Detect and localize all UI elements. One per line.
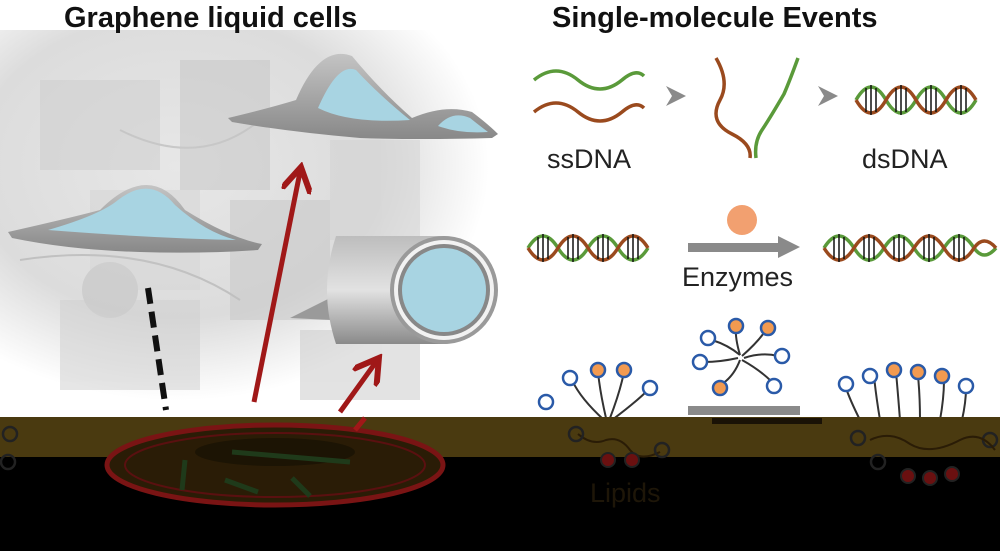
dimmed-arrow bbox=[712, 418, 822, 424]
graphene-scroll-icon bbox=[290, 236, 498, 344]
separating-strands-icon bbox=[714, 57, 800, 159]
dsdna-helix-right-icon bbox=[822, 234, 998, 262]
left-panel-title: Graphene liquid cells bbox=[64, 2, 358, 34]
right-panel-title: Single-molecule Events bbox=[552, 2, 878, 34]
enzymes-label: Enzymes bbox=[682, 262, 794, 292]
dimmed-lipid-details bbox=[0, 425, 999, 486]
lipids-label: Lipids bbox=[590, 478, 661, 508]
lipid-cluster-right-icon bbox=[837, 361, 975, 421]
ssdna-strands-icon bbox=[532, 69, 646, 123]
lipid-cluster-small-icon bbox=[691, 317, 791, 397]
red-arrow-tail bbox=[353, 416, 367, 432]
ssdna-label: ssDNA bbox=[547, 144, 632, 174]
gray-arrow-lipids bbox=[688, 406, 800, 415]
dashed-line bbox=[145, 287, 169, 411]
tem-grid-icon bbox=[104, 422, 446, 508]
enzyme-sphere-icon bbox=[727, 205, 757, 235]
dsdna-label: dsDNA bbox=[862, 144, 948, 174]
red-arrow-right bbox=[337, 362, 376, 414]
dark-green-strokes bbox=[179, 449, 351, 498]
chevron-right-icon bbox=[666, 86, 686, 106]
lipid-cluster-left-icon bbox=[537, 361, 659, 421]
dsdna-helix-left-icon bbox=[526, 234, 650, 262]
red-arrow-up bbox=[251, 172, 300, 403]
graphene-pocket-top-icon bbox=[228, 53, 498, 139]
gray-arrow-enzymes bbox=[688, 236, 800, 258]
graphene-pocket-left-icon bbox=[8, 185, 262, 253]
chevron-right-icon bbox=[818, 86, 838, 106]
dsdna-helix-icon bbox=[854, 85, 978, 115]
